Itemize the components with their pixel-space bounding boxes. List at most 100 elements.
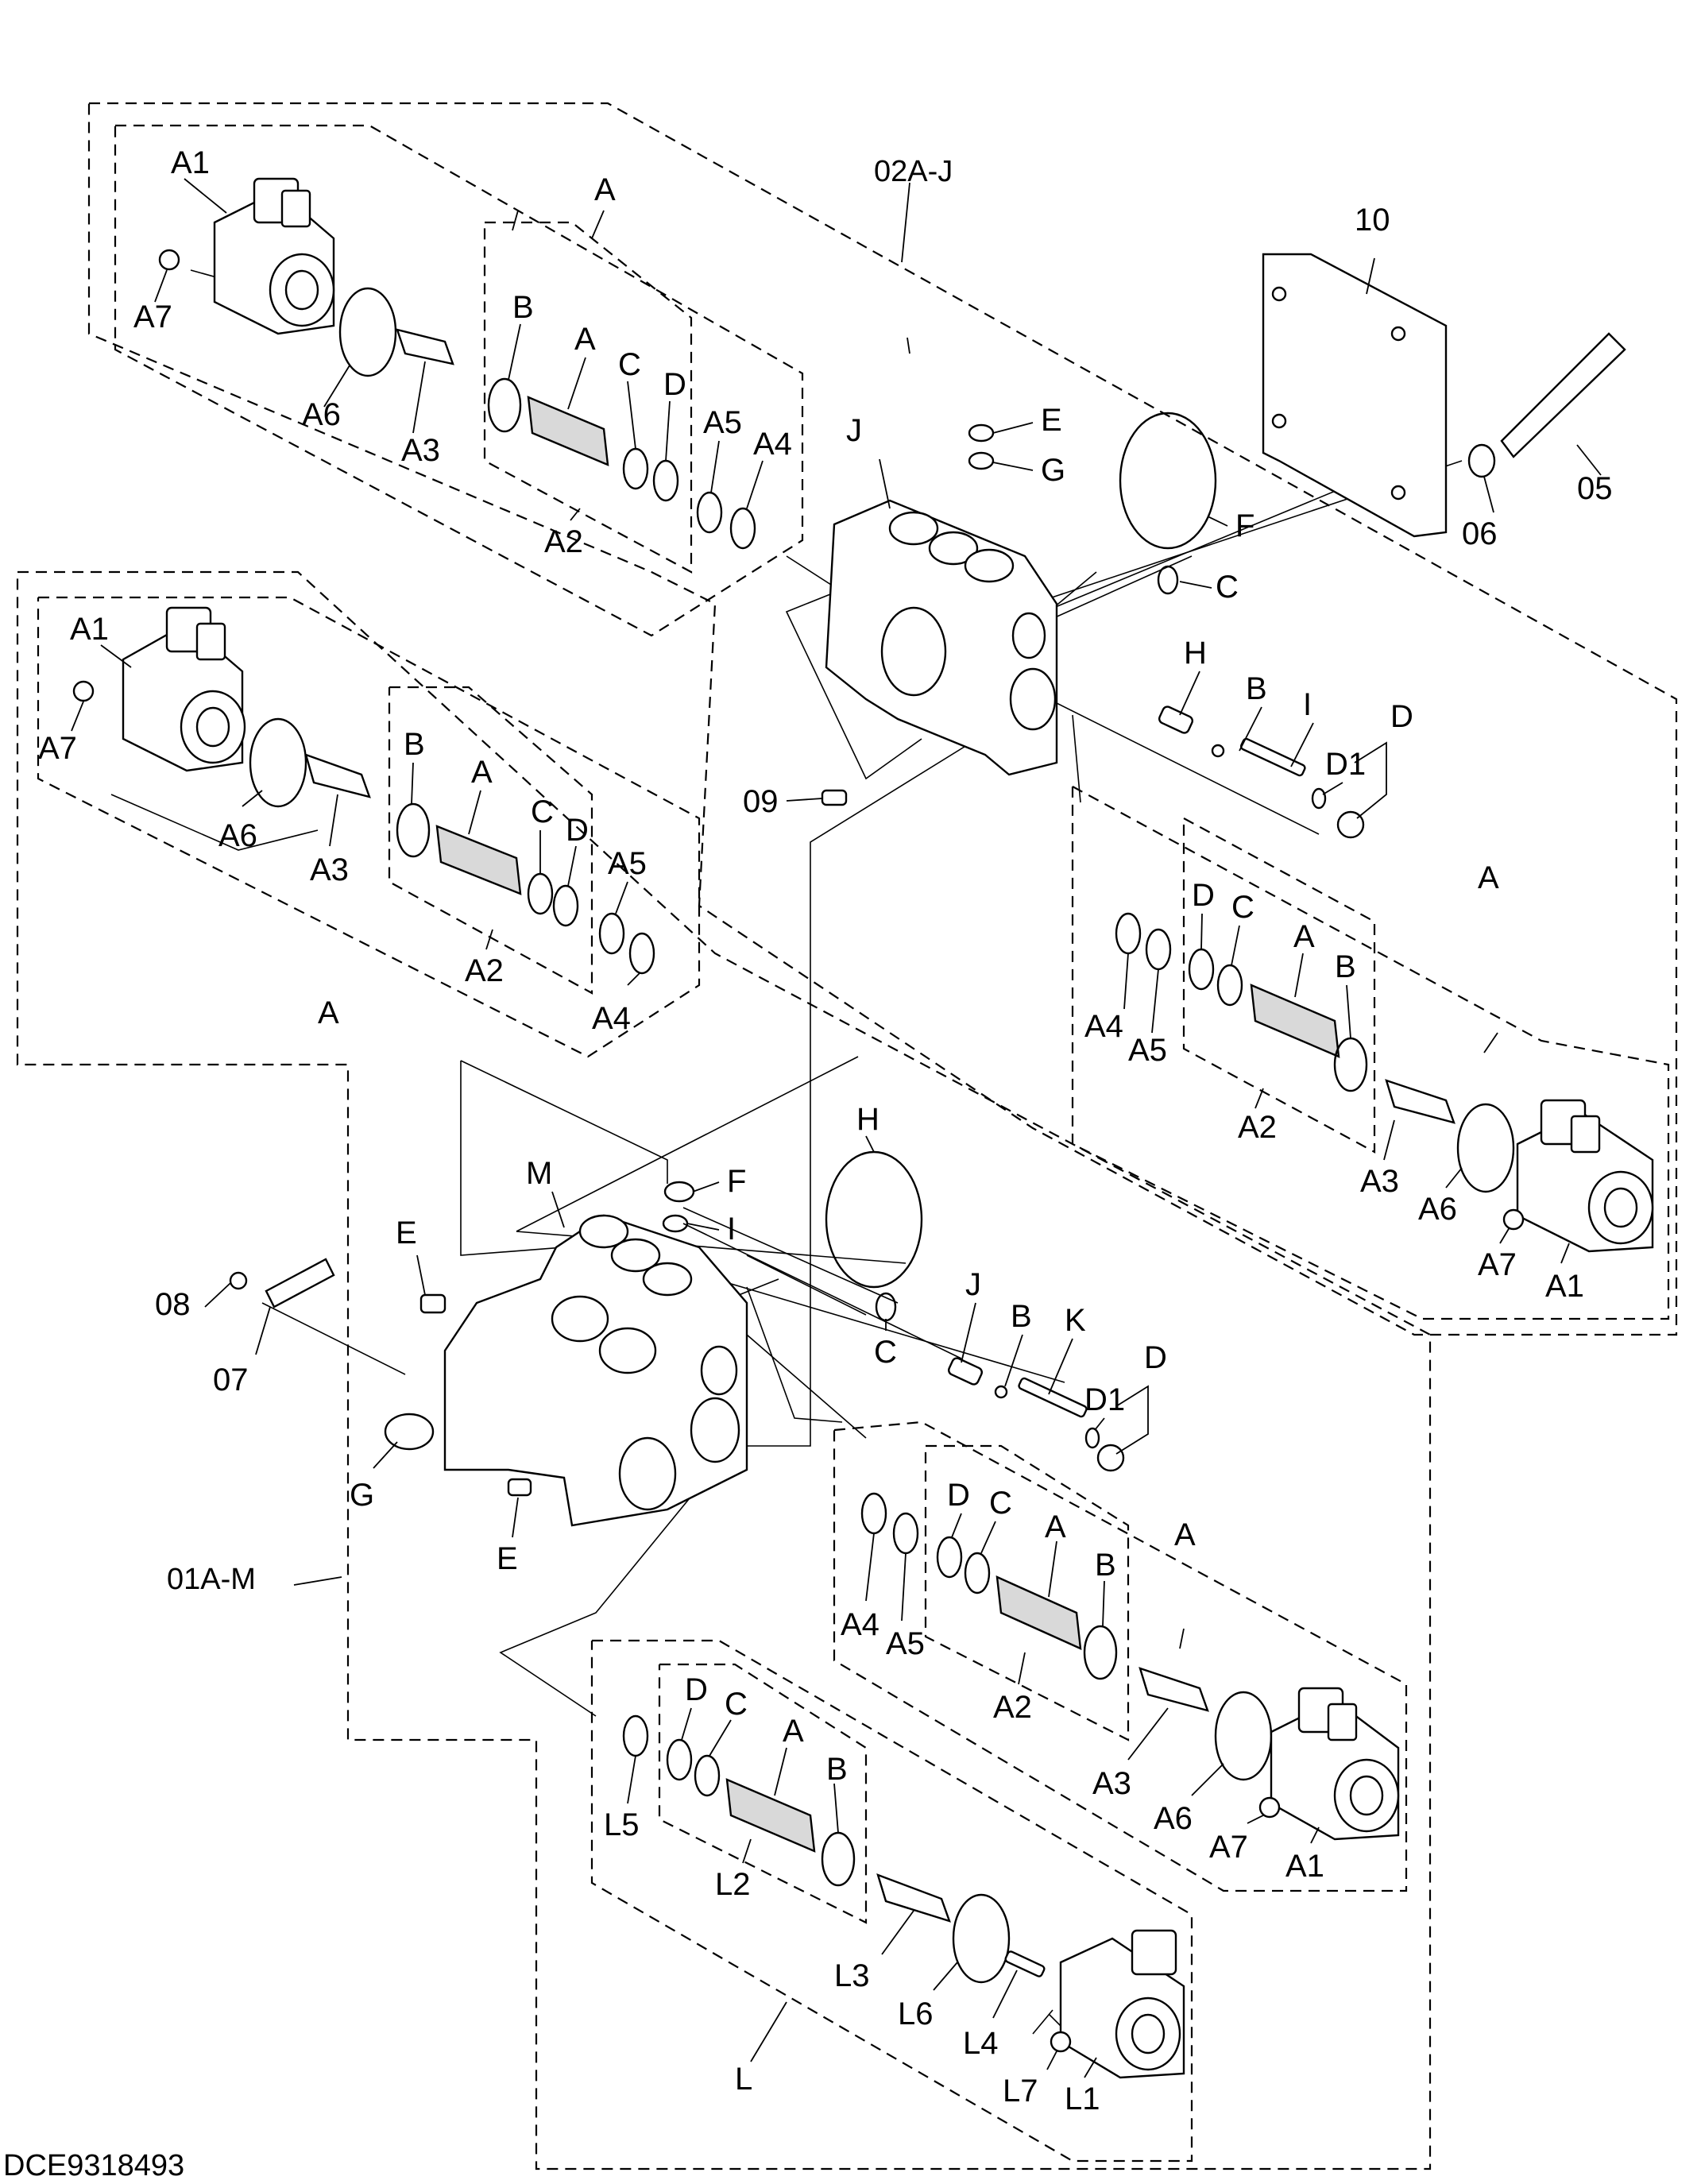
callout-d1: D1 [1325,747,1366,782]
plug-d-bot [1096,1444,1125,1472]
callout-a7-ml: A7 [38,731,77,766]
callout-d-top: D [1390,699,1413,734]
plug-f-bot [663,1181,695,1203]
outline-a-mid-right [1071,786,1670,1320]
callout-l4: L4 [963,2026,999,2061]
spool-a-bot-right [995,1575,1082,1650]
outline-a-bot-right [833,1421,1408,1892]
callout-b-mr: B [1335,949,1356,984]
oring-a6-mid-right [1456,1103,1515,1193]
ring-d1-bot [1084,1427,1100,1449]
callout-l1: L1 [1065,2082,1100,2116]
callout-d-mr: D [1192,878,1215,913]
bolt-a7-mid-left [72,680,95,702]
pin-k-bot [1018,1377,1088,1418]
callout-d: D [663,367,686,402]
callout-f: F [1235,508,1254,543]
callout-a-group-br: A [1174,1517,1196,1552]
bolt-a7-bot-right [1258,1796,1281,1819]
ball-b-bot [994,1385,1008,1399]
callout-a-l: A [783,1714,804,1749]
outline-a2-top-left [483,221,693,574]
callout-f-bot: F [727,1164,746,1199]
ring-c-mid-right [1216,964,1243,1007]
ring-a5-bot-right [892,1512,919,1555]
callout-c-ml: C [531,794,554,829]
oring-a6-top-left [338,287,397,377]
drawing-number: DCE9318493 [3,2149,184,2182]
solenoid-l1 [1059,1929,1185,2079]
callout-d-bot: D [1144,1340,1167,1375]
plug-e-top [968,423,995,443]
callout-b-br: B [1095,1548,1116,1583]
ring-d-bot-right [936,1536,963,1579]
callout-a-mr: A [1293,919,1315,954]
callout-a3: A3 [401,433,440,468]
ring-l5 [622,1714,649,1757]
screw-08 [229,1271,248,1290]
ring-a4-bot-right [860,1492,887,1535]
spool-a-l [725,1778,816,1853]
callout-a5-br: A5 [886,1626,925,1661]
callout-05: 05 [1577,471,1613,506]
callout-a1-br: A1 [1285,1849,1324,1884]
callout-c-top: C [1216,570,1239,605]
callout-a-group-ml: A [318,995,339,1030]
callout-06: 06 [1462,516,1498,551]
sleeve-a3-bot-right [1139,1667,1209,1712]
assembly-code-02a-j: 02A-J [874,155,953,188]
callout-a6-br: A6 [1154,1801,1193,1836]
callout-g: G [1041,453,1065,488]
callout-l5: L5 [604,1807,640,1842]
callout-j-bot: J [965,1267,981,1302]
callout-i-bot: I [727,1212,736,1247]
plug-h-top [1158,705,1194,734]
ring-b-l [821,1831,856,1887]
callout-a1-mr: A1 [1545,1269,1584,1304]
callout-a-group-mr: A [1478,860,1499,895]
bolt-l7 [1050,2031,1072,2053]
callout-l2: L2 [715,1867,751,1902]
callout-l6: L6 [898,1997,934,2031]
callout-b-ml: B [404,727,425,762]
ring-a4-mid-left [628,932,655,975]
callout-a4-ml: A4 [592,1001,631,1036]
bolt-a7-mid-right [1502,1208,1525,1231]
group-outlines [16,102,1678,2170]
callout-m: M [526,1156,552,1191]
callout-a7: A7 [133,300,172,334]
outline-02a-j [87,102,1678,1336]
callout-a5: A5 [703,405,742,440]
callout-c-bot: C [874,1335,897,1370]
solenoid-a1-bot-right [1270,1687,1400,1841]
ring-d1-top [1311,787,1327,810]
callout-07: 07 [213,1363,249,1397]
callout-d-ml: D [566,813,589,848]
ring-a5-top-left [696,491,723,534]
oring-c-top [1157,565,1179,595]
callout-d1-bot: D1 [1084,1382,1125,1417]
bolt-05 [1500,332,1626,458]
ring-b-mid-left [396,802,431,858]
callout-a4: A4 [753,427,792,462]
outline-01a-m [16,570,1432,2170]
cover-plate-10 [1262,253,1448,538]
callout-e: E [1041,403,1062,438]
callout-e-bot-2: E [497,1541,518,1576]
ring-d-top-left [652,459,679,502]
connection-lines [110,269,1463,2035]
spool-a-mid-right [1250,984,1340,1058]
valve-housing-m [443,1214,748,1527]
callout-c-br: C [989,1486,1012,1521]
ring-b-mid-right [1333,1037,1368,1092]
plug-j-bot [947,1357,984,1386]
outline-l2 [658,1663,868,1924]
callout-a-br: A [1045,1509,1066,1544]
callout-a2-ml: A2 [465,953,504,988]
pin-09 [821,789,848,806]
callout-labels: A1 A7 A6 A3 B A C D A5 A4 A2 A 02A-J 01A… [3,145,1613,2182]
callout-d-l: D [685,1672,708,1707]
ring-a5-mid-left [598,912,625,955]
